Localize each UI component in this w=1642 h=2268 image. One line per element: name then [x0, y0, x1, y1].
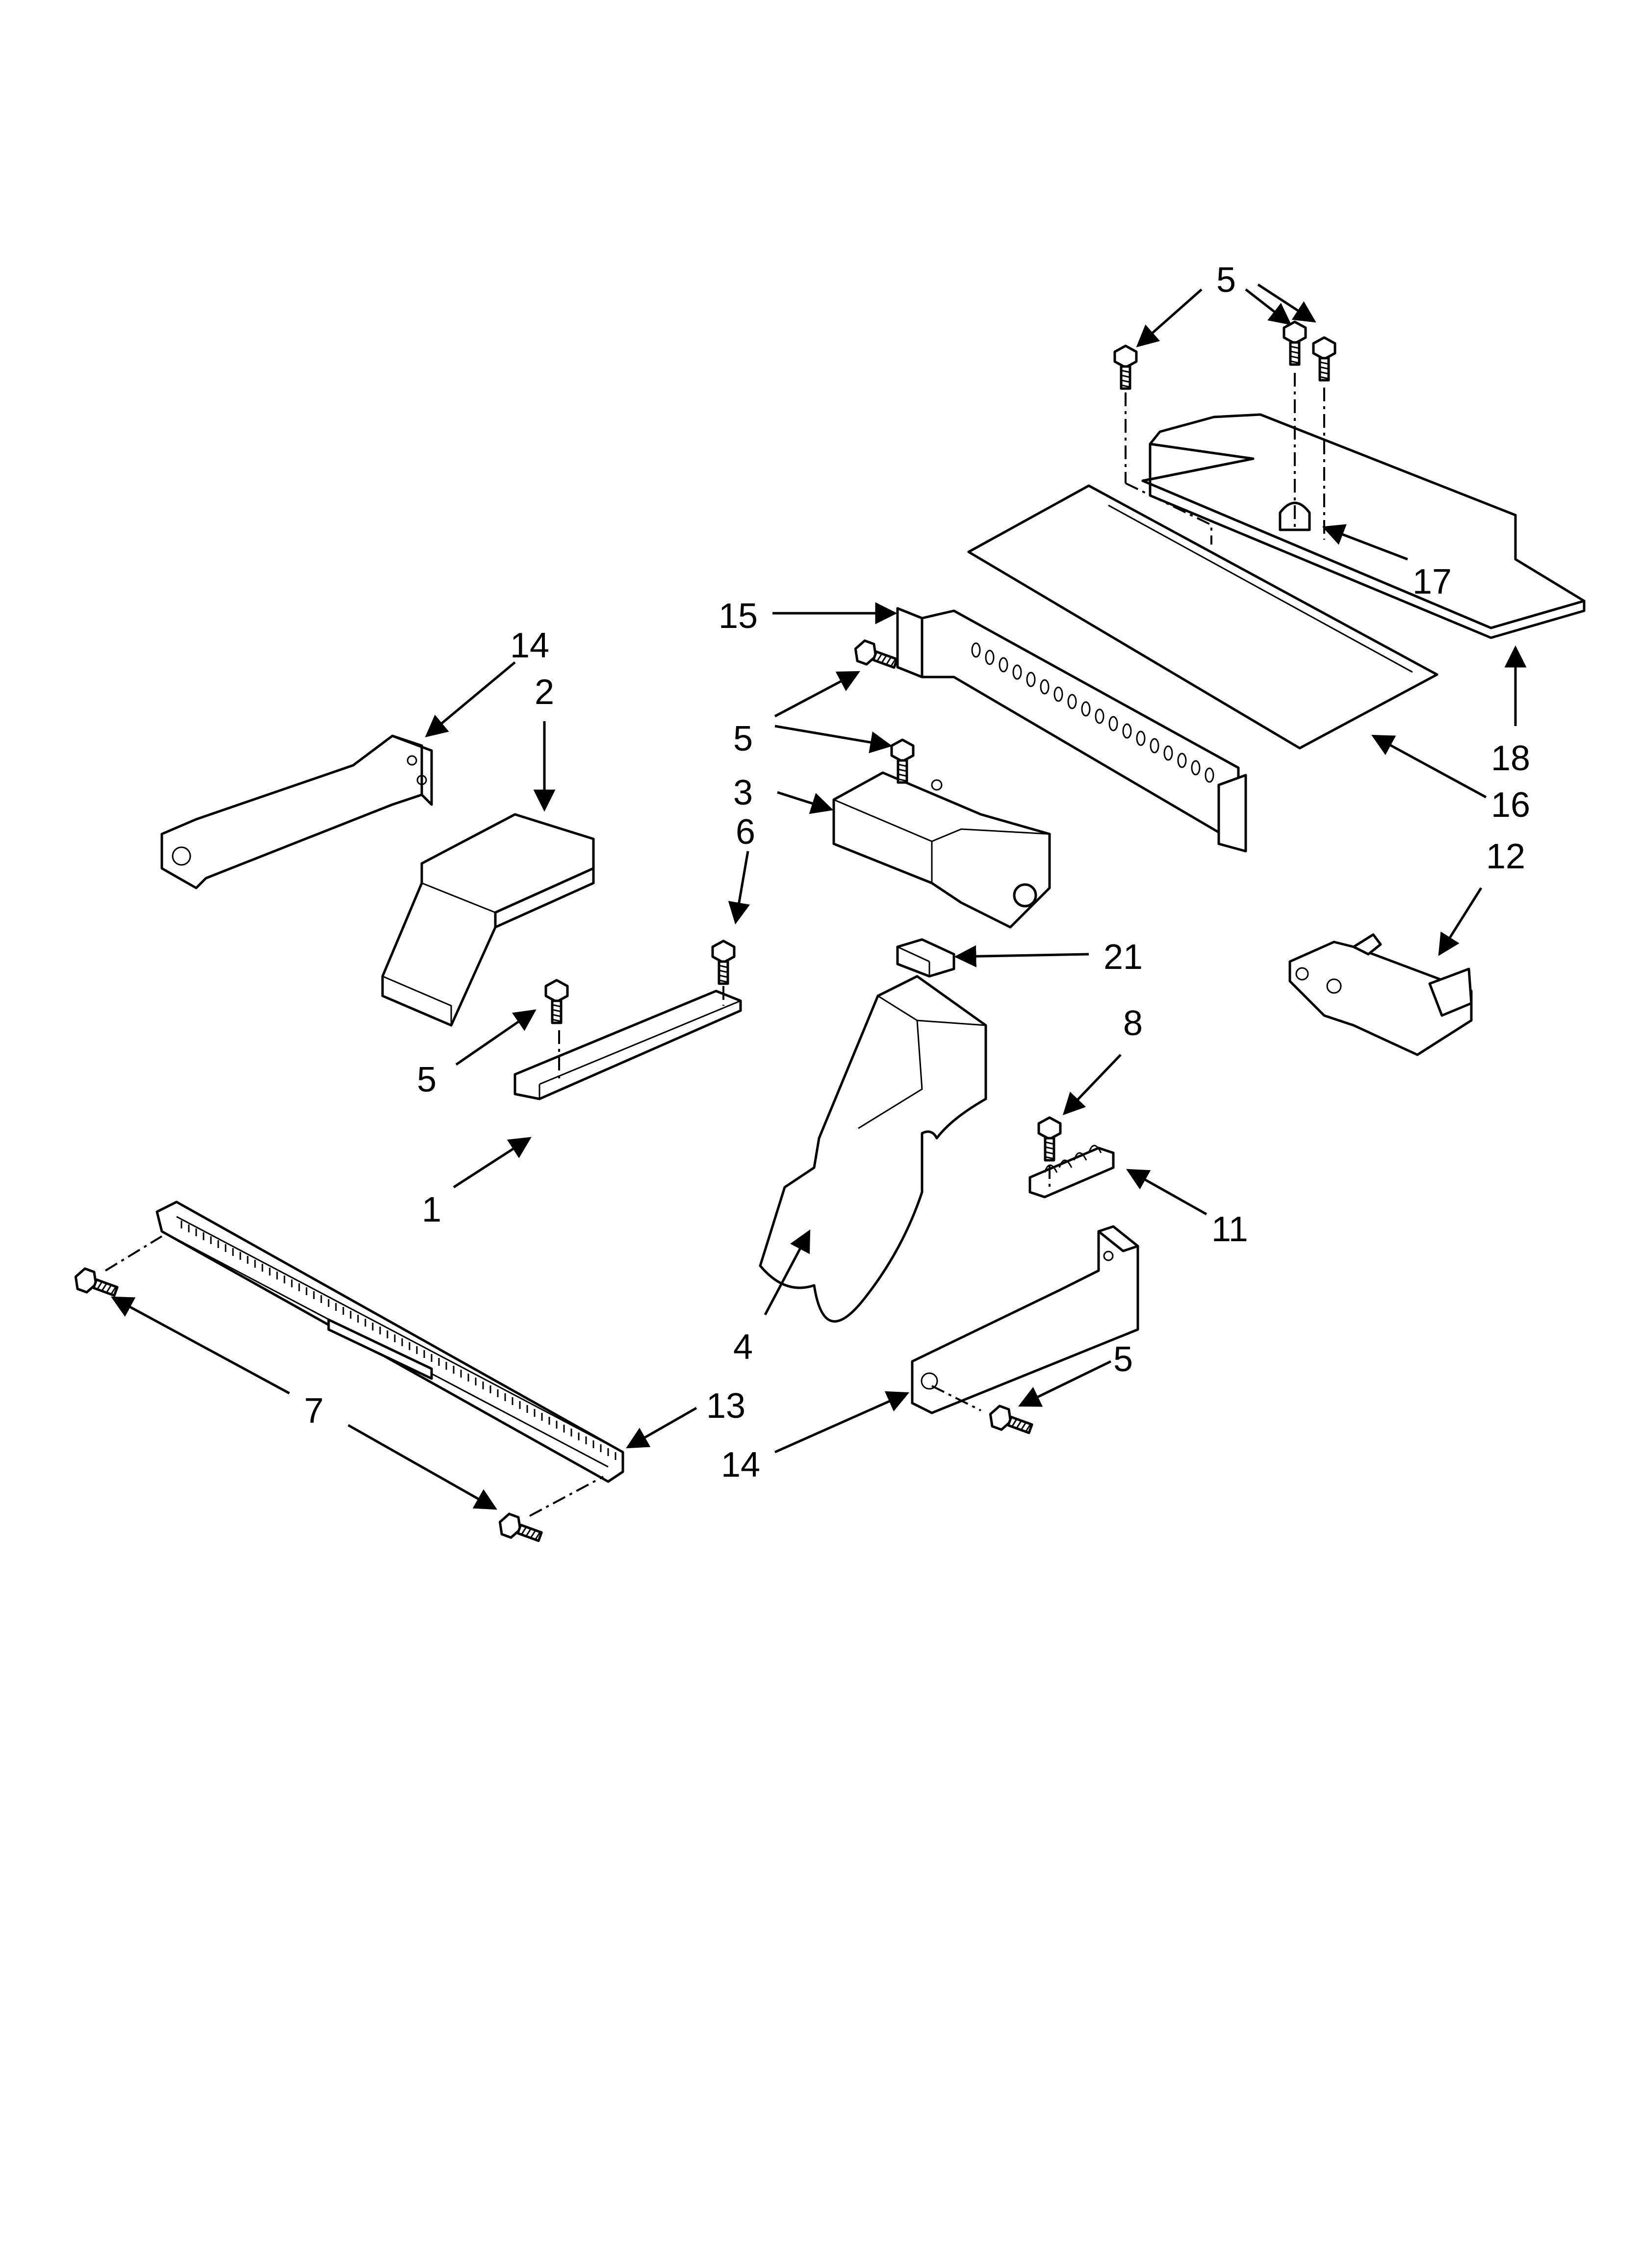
part-14-side-bracket-right	[911, 1225, 1139, 1414]
callout-12: 12	[1486, 837, 1525, 876]
callout-11: 11	[1211, 1210, 1248, 1249]
part-21-connector	[896, 938, 955, 978]
screw-icon-b	[1283, 320, 1307, 366]
part-12-plate	[1288, 933, 1473, 1056]
part-16-panel	[967, 484, 1438, 750]
part-3-switch-assembly	[832, 771, 1051, 929]
callout-13: 13	[706, 1386, 745, 1426]
callout-17: 17	[1412, 562, 1452, 601]
screw-icon-c	[1312, 336, 1336, 382]
callout-1: 1	[422, 1190, 441, 1229]
callout-7: 7	[304, 1391, 324, 1431]
screw-icon-i	[74, 1267, 119, 1297]
leader-lines	[111, 283, 1527, 1510]
part-2-duct	[381, 813, 595, 1027]
callout-4: 4	[733, 1328, 753, 1367]
callout-6: 6	[736, 812, 755, 852]
callout-21: 21	[1103, 938, 1143, 977]
callout-14-top: 14	[510, 626, 549, 665]
screw-icon-g	[1037, 1116, 1062, 1162]
callout-3: 3	[733, 773, 753, 812]
part-1-strip	[513, 990, 742, 1100]
callout-14-bottom: 14	[721, 1445, 760, 1485]
callout-8: 8	[1123, 1004, 1143, 1043]
screw-icon-d	[890, 738, 915, 784]
screw-icon-a	[1113, 344, 1138, 390]
callout-5-left: 5	[417, 1060, 436, 1099]
callout-16: 16	[1491, 785, 1530, 825]
callout-15: 15	[718, 597, 758, 636]
screw-icon-h	[854, 639, 898, 669]
callout-2: 2	[535, 673, 554, 712]
part-11-terminal-block	[1028, 1145, 1115, 1199]
callout-labels: 5 17 15 5 18 16 3 14 2 6 12 21 8 5 1 11 …	[304, 261, 1530, 1485]
callout-5-mid: 5	[733, 719, 753, 758]
callout-5-bottom: 5	[1113, 1340, 1133, 1379]
callout-18: 18	[1491, 739, 1530, 778]
part-13-front-rail	[155, 1200, 624, 1483]
assembly-centerlines	[104, 373, 1325, 1517]
part-4-shield	[759, 975, 987, 1323]
screw-icon-f	[544, 979, 569, 1024]
screw-icon-j	[498, 1512, 543, 1542]
screw-icon-k	[989, 1405, 1033, 1434]
part-18-top-cover	[1141, 413, 1586, 639]
callout-5-top: 5	[1216, 261, 1236, 300]
screw-icon-e	[711, 939, 736, 985]
part-14-side-bracket-left	[160, 734, 433, 889]
part-15-vent-rail	[896, 607, 1247, 853]
